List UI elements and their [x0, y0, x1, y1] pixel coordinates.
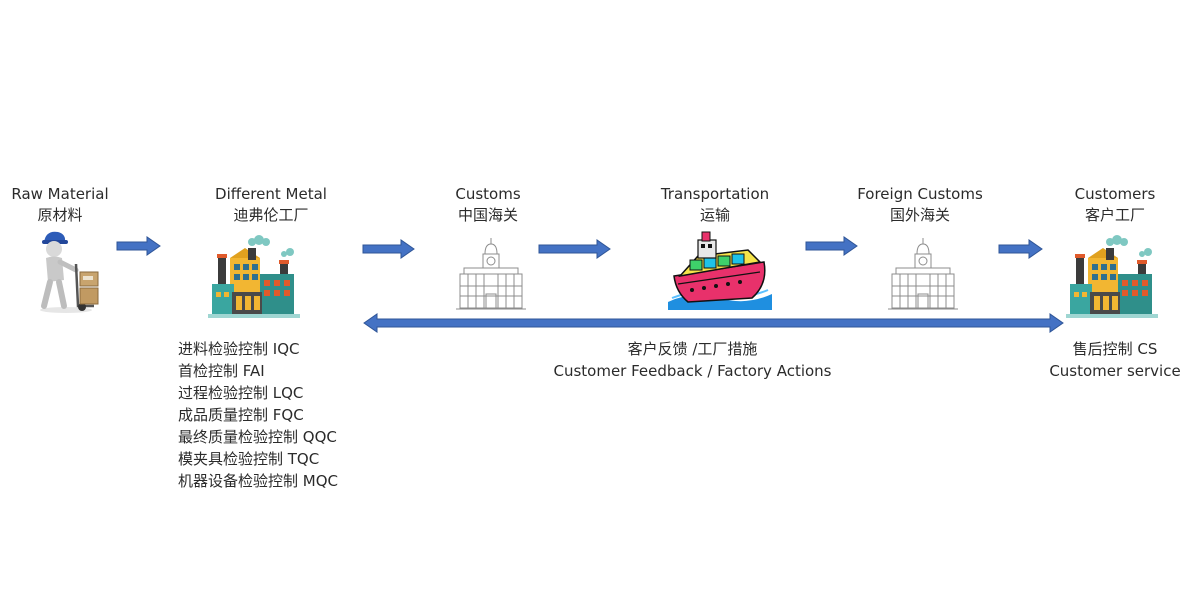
flow-arrow-foreign-customs-to-customers	[998, 239, 1043, 259]
stage-label-en: Different Metal	[215, 185, 327, 203]
stage-label-zh: 运输	[699, 206, 730, 224]
stage-label-en: Foreign Customs	[857, 185, 983, 203]
list-item: 最终质量检验控制 QQC	[178, 428, 337, 446]
flow-arrow-factory-to-customs	[362, 239, 415, 259]
list-item: 过程检验控制 LQC	[178, 384, 304, 402]
flow-arrow-raw-to-factory	[116, 236, 161, 256]
list-item: 机器设备检验控制 MQC	[178, 472, 338, 490]
stage-label-zh: 原材料	[37, 206, 83, 224]
feedback-label-en: Customer Feedback / Factory Actions	[553, 362, 832, 380]
feedback-label-zh: 客户反馈 /工厂措施	[627, 340, 758, 358]
stage-label-factory: Different Metal 迪弗伦工厂	[196, 184, 346, 226]
quality-control-list: 进料检验控制 IQC 首检控制 FAI 过程检验控制 LQC 成品质量控制 FQ…	[178, 338, 338, 492]
stage-label-zh: 中国海关	[457, 206, 518, 224]
stage-label-zh: 国外海关	[889, 206, 950, 224]
customer-service-label: 售后控制 CS Customer service	[1040, 338, 1190, 382]
list-item: 模夹具检验控制 TQC	[178, 450, 320, 468]
factory-icon	[208, 235, 300, 318]
stage-label-raw-material: Raw Material 原材料	[0, 184, 120, 226]
flow-arrow-transport-to-foreign-customs	[805, 236, 858, 256]
stage-label-en: Customers	[1074, 185, 1156, 203]
cargo-ship-icon	[668, 231, 772, 310]
stage-label-zh: 迪弗伦工厂	[233, 206, 309, 224]
stage-label-en: Customs	[455, 185, 521, 203]
list-item: 成品质量控制 FQC	[178, 406, 304, 424]
stage-label-en: Transportation	[660, 185, 770, 203]
list-item: 进料检验控制 IQC	[178, 340, 300, 358]
stage-label-foreign-customs: Foreign Customs 国外海关	[845, 184, 995, 226]
stage-label-transportation: Transportation 运输	[650, 184, 780, 226]
customer-service-en: Customer service	[1049, 362, 1181, 380]
stage-label-en: Raw Material	[11, 185, 109, 203]
feedback-label: 客户反馈 /工厂措施 Customer Feedback / Factory A…	[530, 338, 855, 382]
stage-label-customs: Customs 中国海关	[428, 184, 548, 226]
flow-arrow-customs-to-transport	[538, 239, 611, 259]
customs-building-icon	[456, 238, 526, 310]
worker-with-hand-truck-icon	[40, 231, 99, 313]
feedback-double-arrow	[363, 313, 1064, 333]
factory-icon	[1066, 235, 1158, 318]
stage-label-customers: Customers 客户工厂	[1055, 184, 1175, 226]
stage-label-zh: 客户工厂	[1084, 206, 1145, 224]
customer-service-zh: 售后控制 CS	[1072, 340, 1158, 358]
list-item: 首检控制 FAI	[178, 362, 265, 380]
customs-building-icon	[888, 238, 958, 310]
